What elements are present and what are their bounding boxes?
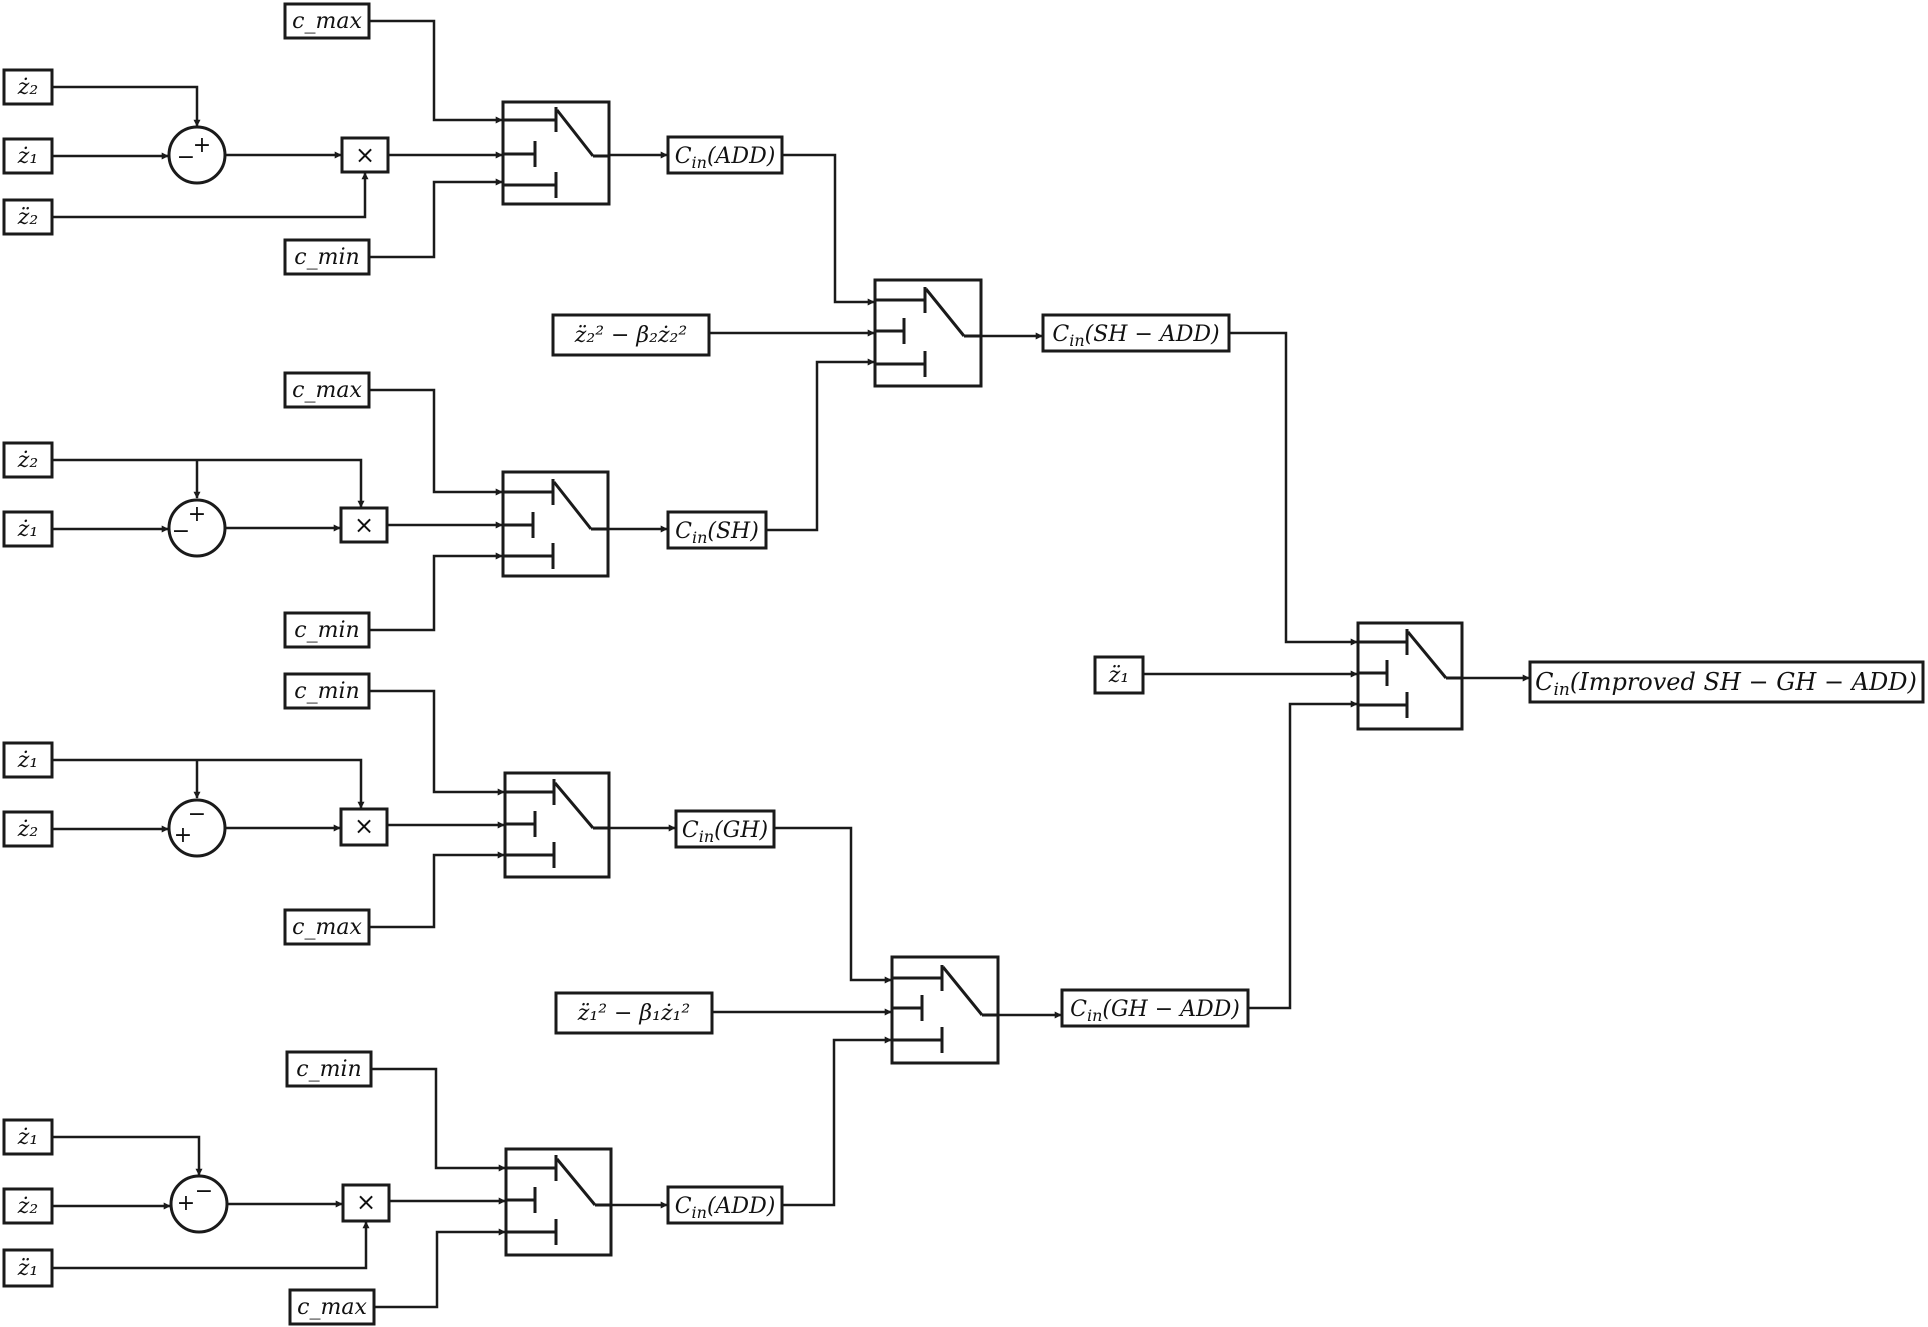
r2-sum-sign-a: + bbox=[188, 502, 206, 527]
r2-output-label: Cin(SH) bbox=[675, 519, 759, 547]
r4-cmin-block bbox=[285, 1050, 373, 1088]
r2-cmin-label: c_min bbox=[294, 618, 359, 643]
r1-mid-input-label: ż₁ bbox=[17, 144, 38, 169]
r2-top-input-label: ż₂ bbox=[17, 448, 38, 473]
sh-condition-label: z̈₂² − β₂ż₂² bbox=[574, 323, 687, 348]
r1-top-input-block bbox=[2, 68, 54, 106]
r1-bot-input-label: z̈₂ bbox=[17, 205, 38, 230]
r4-output-label: Cin(ADD) bbox=[675, 1194, 776, 1222]
sh-add-switch-icon bbox=[875, 287, 981, 377]
r4-switch-block bbox=[504, 1147, 613, 1257]
final-switch-block bbox=[1356, 621, 1464, 731]
r1-cmin-label: c_min bbox=[294, 245, 359, 270]
final-condition-block bbox=[1093, 655, 1145, 695]
gh-add-switch-block bbox=[890, 955, 1000, 1065]
r1-mid-input-block bbox=[2, 137, 54, 175]
r2-mid-input-label: ż₁ bbox=[17, 517, 38, 542]
r1-cmax-label: c_max bbox=[292, 9, 362, 34]
r2-sum-sign-b: − bbox=[172, 519, 190, 544]
r4-top-input-label: ż₁ bbox=[17, 1125, 38, 1150]
r3-cmin-block bbox=[283, 672, 371, 710]
r3-mid-input-label: ż₂ bbox=[17, 817, 38, 842]
sh-add-switch-block bbox=[873, 278, 983, 388]
r3-sum-sign-b: + bbox=[174, 823, 192, 848]
r4-mid-input-block bbox=[2, 1187, 54, 1225]
r3-cmax-label: c_max bbox=[292, 915, 362, 940]
gh-add-output-label: Cin(GH − ADD) bbox=[1070, 997, 1240, 1025]
r4-bot-input-label: z̈₁ bbox=[17, 1256, 38, 1281]
r4-product-block bbox=[341, 1183, 391, 1223]
r2-product-block bbox=[339, 506, 389, 544]
r1-sum-sign-b: − bbox=[177, 145, 195, 170]
r4-product-label: × bbox=[356, 1188, 376, 1216]
r2-cmax-block bbox=[283, 371, 371, 409]
r2-cmin-block bbox=[283, 611, 371, 649]
r3-top-input-label: ż₁ bbox=[17, 748, 38, 773]
r3-output-label: Cin(GH) bbox=[682, 818, 768, 846]
sh-add-group: z̈₂² − β₂ż₂² Cin(SH − ADD) bbox=[551, 153, 1231, 532]
r1-product-block bbox=[340, 136, 390, 174]
r3-mid-input-block bbox=[2, 810, 54, 848]
r2-product-label: × bbox=[354, 511, 374, 539]
r4-sum-sign-b: + bbox=[177, 1191, 195, 1216]
row1-group: c_max ż₂ ż₁ z̈₂ c_min + − × Cin(ADD) bbox=[2, 2, 784, 276]
r1-top-input-label: ż₂ bbox=[17, 75, 38, 100]
r4-cmax-label: c_max bbox=[297, 1295, 367, 1320]
r2-switch-icon bbox=[503, 479, 608, 569]
sh-add-output-label: Cin(SH − ADD) bbox=[1052, 322, 1219, 350]
r1-cmin-block bbox=[283, 238, 371, 276]
r4-output-block bbox=[666, 1185, 784, 1225]
r2-cmax-label: c_max bbox=[292, 378, 362, 403]
r3-sum-sign-a: − bbox=[188, 802, 206, 827]
final-group: z̈₁ Cin(Improved SH − GH − ADD) bbox=[1093, 331, 1925, 1010]
r3-cmin-label: c_min bbox=[294, 679, 359, 704]
gh-condition-label: z̈₁² − β₁ż₁² bbox=[577, 1001, 690, 1026]
r1-output-label: Cin(ADD) bbox=[675, 144, 776, 172]
final-output-block bbox=[1528, 660, 1925, 704]
r1-cmax-block bbox=[283, 2, 371, 40]
r1-product-label: × bbox=[355, 141, 375, 169]
r3-top-input-block bbox=[2, 741, 54, 779]
final-switch-icon bbox=[1358, 629, 1462, 718]
gh-add-switch-icon bbox=[892, 965, 998, 1053]
final-condition-label: z̈₁ bbox=[1108, 663, 1129, 688]
sh-condition-block bbox=[551, 313, 711, 357]
r1-switch-icon bbox=[503, 107, 609, 198]
final-output-label: Cin(Improved SH − GH − ADD) bbox=[1535, 668, 1917, 700]
r4-top-input-block bbox=[2, 1118, 54, 1156]
r4-cmin-label: c_min bbox=[296, 1057, 361, 1082]
r3-product-block bbox=[339, 807, 389, 847]
row4-group: c_min ż₁ ż₂ z̈₁ c_max − + × Cin(ADD) bbox=[2, 1050, 784, 1326]
r3-switch-icon bbox=[505, 779, 609, 868]
r3-product-label: × bbox=[354, 812, 374, 840]
r1-sum-sign-a: + bbox=[193, 133, 211, 158]
gh-add-group: z̈₁² − β₁ż₁² Cin(GH − ADD) bbox=[554, 826, 1250, 1207]
gh-add-output-block bbox=[1060, 988, 1250, 1028]
row2-group: c_max ż₂ ż₁ c_min + − × Cin(SH) bbox=[2, 371, 768, 649]
row3-group: c_min ż₁ ż₂ c_max − + × Cin(GH) bbox=[2, 672, 776, 946]
r4-switch-icon bbox=[506, 1155, 611, 1245]
r4-mid-input-label: ż₂ bbox=[17, 1194, 38, 1219]
r4-sum-sign-a: − bbox=[195, 1179, 213, 1204]
r2-output-block bbox=[666, 510, 768, 550]
